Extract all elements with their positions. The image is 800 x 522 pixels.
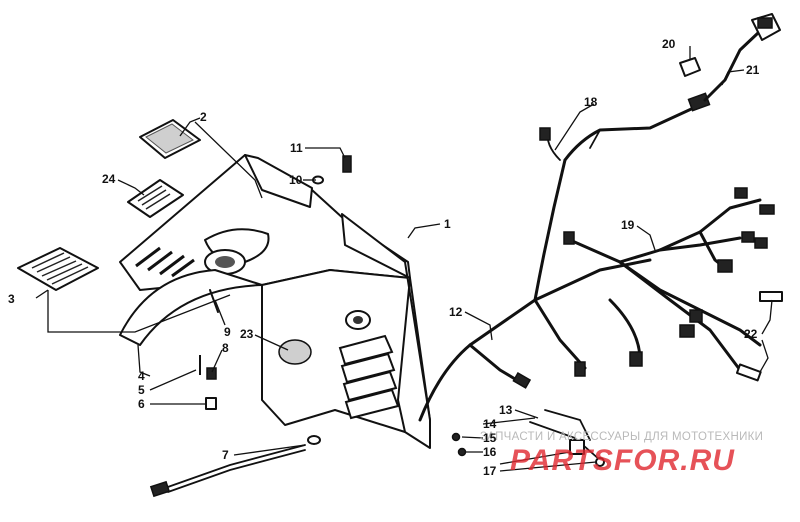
callout-20: 20	[662, 37, 676, 51]
watermark-logo: PARTSFOR.RU	[510, 444, 735, 477]
decal-part-24	[127, 179, 184, 218]
callout-12: 12	[449, 305, 463, 319]
callout-8: 8	[222, 341, 229, 355]
lower-lead-wire	[149, 444, 306, 498]
callout-15: 15	[483, 431, 497, 445]
callout-10: 10	[289, 173, 303, 187]
harness-section-part-19	[563, 187, 783, 382]
console-panel-part-1	[119, 154, 431, 449]
wiring-harness-part-12	[418, 158, 652, 422]
watermark: ЗАПЧАСТИ И АКСЕССУАРЫ ДЛЯ МОТОТЕХНИКИ PA…	[480, 431, 763, 477]
callout-23: 23	[240, 327, 254, 341]
callout-14: 14	[483, 417, 497, 431]
callout-22: 22	[744, 327, 758, 341]
callout-4: 4	[138, 369, 145, 383]
callout-5: 5	[138, 383, 145, 397]
decal-part-3	[17, 247, 99, 291]
callout-16: 16	[483, 445, 497, 459]
callout-19: 19	[621, 218, 635, 232]
clip-part-20	[679, 57, 701, 77]
callout-1: 1	[444, 217, 451, 231]
callout-17: 17	[483, 464, 497, 478]
callout-13: 13	[499, 403, 513, 417]
callout-3: 3	[8, 292, 15, 306]
harness-branch-part-18	[539, 92, 711, 162]
decal-part-2	[139, 119, 201, 159]
callout-6: 6	[138, 397, 145, 411]
hardware-parts-5-8	[199, 355, 321, 445]
callout-7: 7	[222, 448, 229, 462]
callout-21: 21	[746, 63, 760, 77]
callout-labels: 1 2 3 4 5 6 7 8 9 10 11 12 13 14 15 16 1…	[8, 37, 760, 478]
switch-assembly-parts-13-17	[451, 409, 605, 467]
connector-part-21	[703, 13, 781, 102]
watermark-tagline: ЗАПЧАСТИ И АКСЕССУАРЫ ДЛЯ МОТОТЕХНИКИ	[480, 431, 763, 443]
callout-11: 11	[290, 141, 303, 155]
callout-24: 24	[102, 172, 116, 186]
leader-lines	[35, 46, 773, 472]
callout-9: 9	[224, 325, 231, 339]
bracket-part-11	[342, 155, 352, 173]
callout-18: 18	[584, 95, 598, 109]
callout-2: 2	[200, 110, 207, 124]
